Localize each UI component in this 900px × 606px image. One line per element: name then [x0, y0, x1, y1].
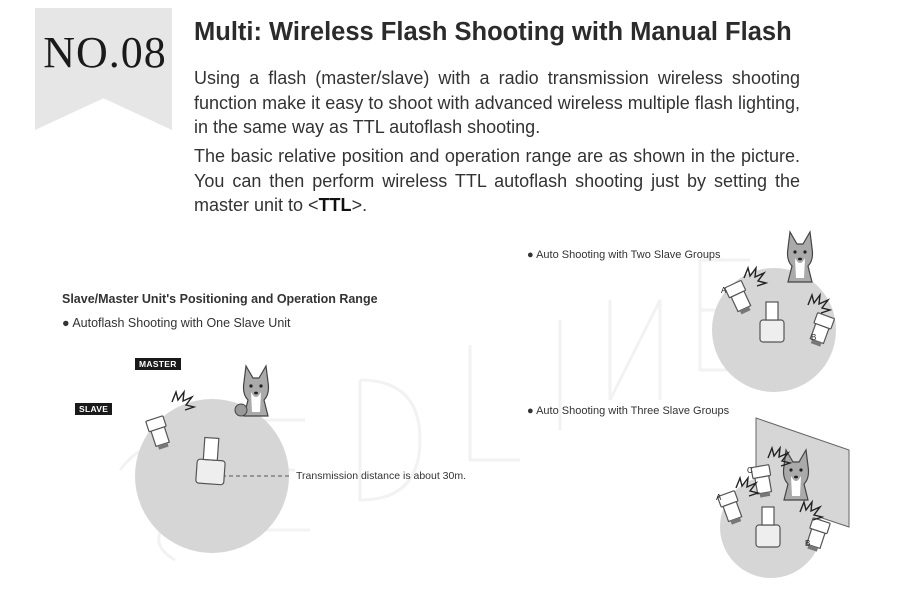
- two-groups-label-b: B: [811, 333, 817, 342]
- two-groups-master-icon: [759, 301, 785, 343]
- two-groups-dog-icon: [786, 231, 814, 283]
- page-title: Multi: Wireless Flash Shooting with Manu…: [194, 18, 792, 46]
- two-groups-label-a: A: [721, 286, 727, 295]
- subject-lens-icon: [234, 403, 248, 417]
- transmission-distance-label: Transmission distance is about 30m.: [296, 470, 467, 482]
- range-paragraph: The basic relative position and operatio…: [194, 144, 800, 218]
- master-tag: MASTER: [135, 358, 181, 370]
- three-groups-label-a: A: [716, 493, 722, 502]
- section-heading: Slave/Master Unit's Positioning and Oper…: [62, 292, 378, 306]
- master-camera-icon: [195, 436, 226, 486]
- three-groups-label-c: C: [747, 466, 753, 475]
- range-paragraph-lead: The basic relative position and operatio…: [194, 146, 800, 215]
- ttl-mode-label: TTL: [318, 195, 352, 215]
- bullet-one-slave: ● Autoflash Shooting with One Slave Unit: [62, 316, 291, 330]
- bullet-two-groups: ● Auto Shooting with Two Slave Groups: [527, 249, 721, 261]
- bullet-three-groups: ● Auto Shooting with Three Slave Groups: [527, 405, 730, 417]
- three-groups-master-icon: [755, 506, 781, 548]
- section-number: NO.08: [43, 28, 167, 77]
- slave-tag: SLAVE: [75, 403, 113, 415]
- range-paragraph-tail: >.: [351, 195, 368, 215]
- three-groups-label-b: B: [805, 539, 811, 548]
- intro-paragraph: Using a flash (master/slave) with a radi…: [194, 68, 800, 137]
